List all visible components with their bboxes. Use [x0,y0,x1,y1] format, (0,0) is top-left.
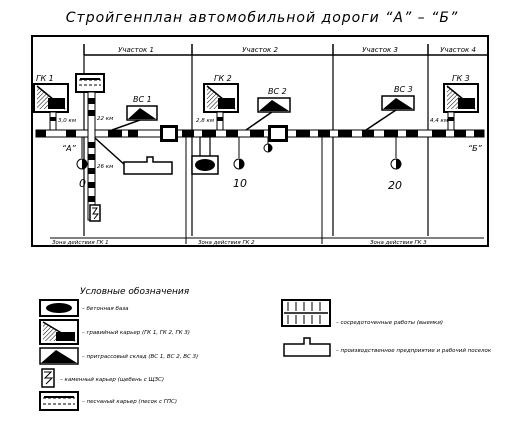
zone-label-gk1: Зона действия ГК 1 [52,240,109,246]
legend-gravel-quarry-icon [39,319,79,345]
gk2-label: ГК 2 [214,74,232,83]
sand-quarry-access-road [87,91,96,221]
legend-concrete-base-label: – бетонная база [82,306,129,312]
legend-title: Условные обозначения [80,287,190,297]
section-label-1: Участок 1 [118,46,154,54]
point-b-label: “Б” [468,144,483,153]
legend-enterprise-label: – производственное предприятие и рабочий… [336,348,492,354]
legend-enterprise-icon [283,337,331,357]
gk1-label: ГК 1 [36,74,54,83]
gk3-label: ГК 3 [452,74,470,83]
legend-concrete-base-icon [39,299,79,317]
gk2-access-road [216,111,224,131]
legend-gravel-quarry-label: – гравийный карьер (ГК 1, ГК 2, ГК 3) [82,330,190,336]
concentrated-works-1 [160,125,178,142]
gravel-quarry-gk2 [203,83,239,113]
zone-label-gk2: Зона действия ГК 2 [198,240,255,246]
point-a-label: “А” [62,144,77,153]
gk3-access-road [447,111,455,131]
distance-label-4: 26 км [97,164,113,170]
enterprise [123,156,173,175]
gravel-quarry-gk1 [33,83,69,113]
road [35,129,485,138]
bc2-connector [245,111,273,131]
legend-sand-quarry-label: – песчаный карьер (песок с ГПС) [82,399,177,405]
section-label-2: Участок 2 [242,46,278,54]
km-label-10: 10 [233,177,247,190]
distance-label-5: 4,4 км [430,118,448,124]
warehouse-bc3 [381,95,415,111]
distance-label-1: 3,0 км [58,118,76,124]
zone-label-gk3: Зона действия ГК 3 [370,240,427,246]
legend-enterprise-text: – производственное предприятие и рабочий… [336,348,492,354]
diagram-title: Стройгенплан автомобильной дороги “А” – … [66,10,458,26]
km-marker-0 [76,137,88,170]
enterprise-connector [94,137,127,167]
concrete-base [191,136,219,175]
warehouse-bc2 [257,97,291,113]
legend-sand-quarry-icon [39,391,79,411]
gravel-quarry-gk3 [443,83,479,113]
km-label-20: 20 [388,179,402,192]
bc2-label: ВС 2 [268,87,287,96]
concentrated-works-2 [268,125,288,142]
plan-frame [31,35,489,247]
distance-label-3: 2,8 км [196,118,214,124]
sand-quarry [75,73,105,93]
legend-concentrated-works-label: – сосредоточенные работы (выемки) [336,320,443,326]
legend-warehouse-icon [39,347,79,365]
bc3-label: ВС 3 [394,85,413,94]
works-marker [263,137,273,153]
stone-quarry [89,204,101,222]
legend-warehouse-label: – притрассовый склад (ВС 1, ВС 2, ВС 3) [82,354,198,360]
gk1-access-road [49,111,57,131]
warehouse-bc1 [126,105,158,121]
legend-stone-quarry-label: – каменный карьер (щебень с ЩЗС) [60,377,164,383]
bc3-connector [365,109,397,131]
section-label-4: Участок 4 [440,46,476,54]
bc1-connector [111,119,141,131]
distance-label-2: 22 км [97,116,113,122]
km-marker-20 [390,137,402,170]
legend-concentrated-works-icon [281,299,331,327]
section-label-3: Участок 3 [362,46,398,54]
km-label-0: 0 [79,177,86,190]
km-marker-10 [233,137,245,170]
legend-stone-quarry-icon [41,368,55,388]
bc1-label: ВС 1 [133,95,152,104]
